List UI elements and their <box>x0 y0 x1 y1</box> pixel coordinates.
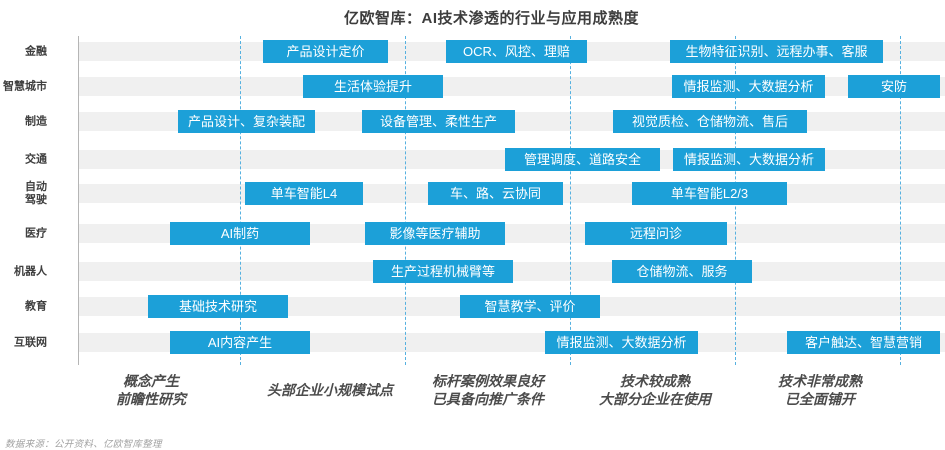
application-box: 安防 <box>848 75 940 98</box>
application-box: 管理调度、道路安全 <box>505 148 660 171</box>
stage-label: 标杆案例效果良好 已具备向推广条件 <box>432 373 544 407</box>
application-box: 生产过程机械臂等 <box>373 260 513 283</box>
application-box: OCR、风控、理赔 <box>446 40 587 63</box>
application-box: 产品设计、复杂装配 <box>178 110 315 133</box>
chart-title: 亿欧智库：AI技术渗透的行业与应用成熟度 <box>343 10 639 27</box>
application-box: 情报监测、大数据分析 <box>672 75 825 98</box>
application-box: 情报监测、大数据分析 <box>673 148 825 171</box>
stage-label: 技术非常成熟 已全面铺开 <box>778 373 862 407</box>
application-box: 设备管理、柔性生产 <box>362 110 515 133</box>
stage-label: 头部企业小规模试点 <box>267 382 393 398</box>
application-box: 基础技术研究 <box>148 295 288 318</box>
application-box: 智慧教学、评价 <box>460 295 600 318</box>
application-box: 远程问诊 <box>585 222 727 245</box>
application-box: 客户触达、智慧营销 <box>787 331 940 354</box>
data-source-note: 数据来源：公开资料、亿欧智库整理 <box>5 439 162 450</box>
application-box: 影像等医疗辅助 <box>365 222 505 245</box>
industry-label: 交通 <box>25 153 47 166</box>
stage-gridline <box>900 36 901 365</box>
industry-label: 互联网 <box>14 336 47 349</box>
stage-label: 概念产生 前瞻性研究 <box>116 373 186 407</box>
application-box: AI内容产生 <box>170 331 310 354</box>
stage-gridline <box>570 36 571 365</box>
industry-label: 智慧城市 <box>3 80 47 93</box>
stage-label: 技术较成熟 大部分企业在使用 <box>599 373 711 407</box>
application-box: 生物特征识别、远程办事、客服 <box>670 40 883 63</box>
application-box: AI制药 <box>170 222 310 245</box>
application-box: 产品设计定价 <box>263 40 388 63</box>
industry-label: 教育 <box>25 300 47 313</box>
application-box: 仓储物流、服务 <box>612 260 752 283</box>
application-box: 单车智能L4 <box>245 182 363 205</box>
stage-gridline <box>405 36 406 365</box>
industry-label: 自动 驾驶 <box>25 181 47 206</box>
application-box: 生活体验提升 <box>303 75 443 98</box>
application-box: 单车智能L2/3 <box>632 182 787 205</box>
y-axis-line <box>78 36 79 365</box>
industry-label: 金融 <box>25 45 47 58</box>
application-box: 情报监测、大数据分析 <box>545 331 698 354</box>
industry-label: 医疗 <box>25 227 47 240</box>
industry-label: 机器人 <box>14 265 47 278</box>
application-box: 车、路、云协同 <box>428 182 563 205</box>
application-box: 视觉质检、仓储物流、售后 <box>613 110 807 133</box>
industry-label: 制造 <box>25 115 47 128</box>
stage-gridline <box>240 36 241 365</box>
